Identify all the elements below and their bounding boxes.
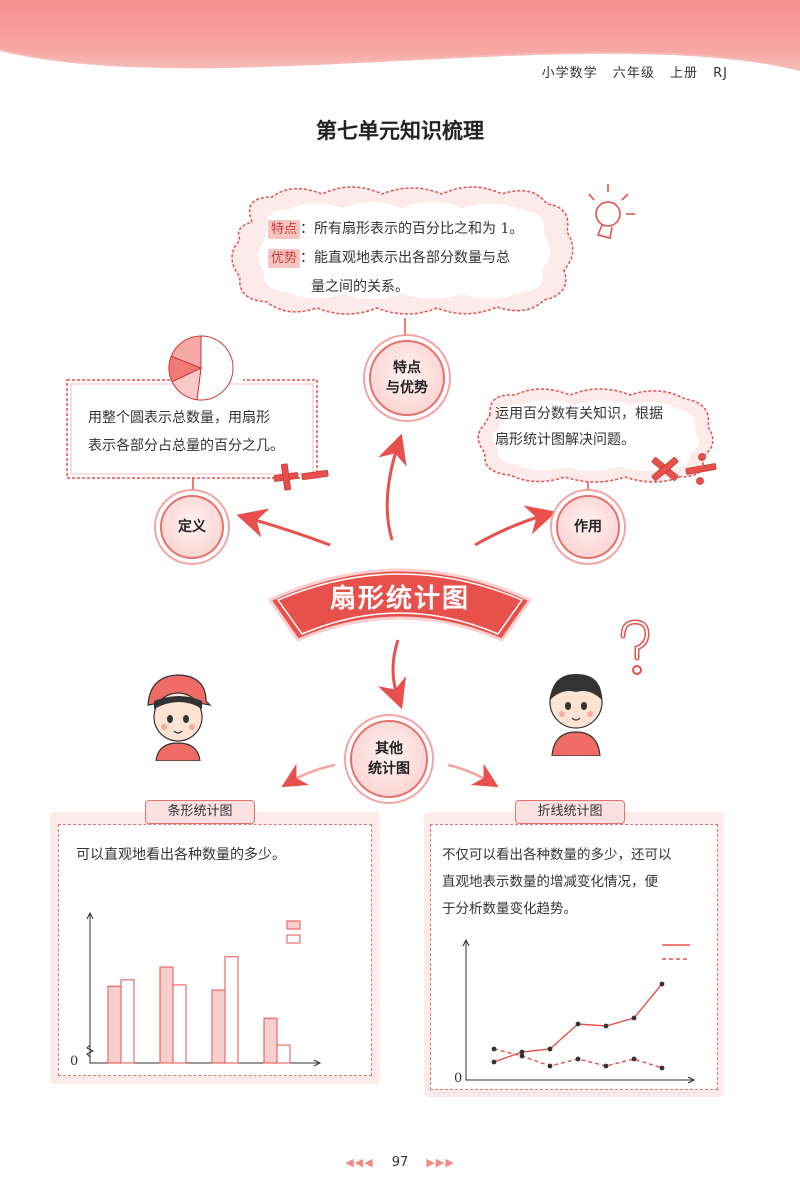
usage-content: 运用百分数有关知识，根据 扇形统计图解决问题。 [495,401,715,453]
advantage-line: 优势：能直观地表示出各部分数量与总 [268,244,568,273]
advantage-text: ：能直观地表示出各部分数量与总 [300,250,511,266]
definition-node: 定义 [160,495,224,559]
advantage-tag: 优势 [268,249,301,268]
other-node-line1: 其他 [375,741,403,757]
page-number: 97 [391,1155,409,1170]
bar-mark [172,984,187,1064]
left-arrows-icon: ◀◀◀ [345,1156,374,1169]
feature-text: ：所有扇形表示的百分比之和为 1。 [300,221,524,237]
right-arrows-icon: ▶▶▶ [426,1156,455,1169]
features-node-line2: 与优势 [386,380,428,396]
definition-line-1: 用整个圆表示总数量，用扇形 [88,410,270,426]
bar-chart-description: 可以直观地看出各种数量的多少。 [76,847,286,863]
bar-mark [224,956,239,1064]
bar-y-arrow [86,911,94,920]
line-axis-zero: 0 [454,1071,462,1085]
line-chart-description: 不仅可以看出各种数量的多少，还可以 直观地表示数量的增减变化情况，便 于分析数量… [442,842,717,923]
line-x-arrow [687,1076,696,1084]
line-chart-tab: 折线统计图 [515,800,625,824]
multiply-divide-icon [651,453,717,485]
line-point [631,1015,637,1021]
line-point [575,1056,581,1062]
line-y-arrow [462,938,470,947]
definition-line-2: 表示各部分占总量的百分之几。 [88,438,284,454]
line-point [547,1063,553,1069]
line-description-2: 直观地表示数量的增减变化情况，便 [442,874,658,890]
arrow-to-definition [236,508,331,547]
bar-axes [89,913,320,1064]
volume-label: 上册 [669,66,698,81]
bar-mark [211,989,226,1064]
features-node-line1: 特点 [393,360,421,376]
question-mark-icon [620,619,650,675]
plus-minus-icon [273,463,329,491]
header-wave-decoration [0,49,800,120]
line-point [603,1023,609,1029]
bar-axis-zero: 0 [70,1054,78,1069]
line-point [659,981,665,987]
features-cloud [231,186,574,315]
page-footer: ◀◀◀ 97 ▶▶▶ [0,1155,800,1170]
subject-label: 小学数学 [541,66,598,81]
usage-line-2: 扇形统计图解决问题。 [495,432,635,448]
bar-mark [276,1044,291,1064]
usage-node: 作用 [556,495,620,559]
line-point [547,1046,553,1052]
definition-content: 用整个圆表示总数量，用扇形 表示各部分占总量的百分之几。 [88,404,318,460]
lightbulb-icon [588,184,635,239]
bar-chart-svg: 0 [70,911,322,1069]
line-axes [465,940,694,1081]
line-point [603,1063,609,1069]
line-point [575,1021,581,1027]
features-content: 特点：所有扇形表示的百分比之和为 1。 优势：能直观地表示出各部分数量与总 量之… [268,215,568,302]
line-point [659,1065,665,1071]
bar-mark [120,979,135,1064]
grade-label: 六年级 [612,66,655,81]
bar-axis-break [86,1044,95,1058]
other-charts-node: 其他 统计图 [350,720,428,798]
book-info: 小学数学 六年级 上册 RJ [532,62,728,81]
edition-label: RJ [713,66,728,81]
bar-chart-tab: 条形统计图 [145,800,255,824]
line-point [491,1059,497,1065]
bar-legend-swatch [286,934,301,944]
page-title: 第七单元知识梳理 [316,119,484,143]
definition-node-label: 定义 [178,519,206,535]
line-point [491,1046,497,1052]
usage-line-1: 运用百分数有关知识，根据 [495,406,663,422]
pie-slice [196,335,234,401]
line-chart-panel-inner [430,824,718,1090]
line-description-3: 于分析数量变化趋势。 [442,901,577,917]
features-node: 特点 与优势 [369,340,445,416]
boy-with-cap-illustration [147,674,212,761]
bar-mark [263,1017,278,1064]
pie-slice [170,335,202,369]
line-point [519,1049,525,1055]
center-fan-banner [267,568,533,642]
line-point [519,1053,525,1059]
line-description-1: 不仅可以看出各种数量的多少，还可以 [442,847,672,863]
center-title: 扇形统计图 [329,584,470,614]
feature-line: 特点：所有扇形表示的百分比之和为 1。 [268,215,568,244]
bar-x-arrow [313,1059,322,1067]
line-chart-svg: 0 [454,938,696,1085]
advantage-line-2: 量之间的关系。 [311,279,409,295]
arrow-to-other [377,639,407,710]
definition-pie-chart [168,335,234,401]
boy-thinking-illustration [549,674,603,756]
arrow-to-usage [474,505,557,547]
usage-node-label: 作用 [574,519,602,535]
arrow-to-features [378,433,407,541]
line-point [631,1056,637,1062]
bar-mark [159,966,174,1064]
arrow-to-bar-panel [281,763,336,788]
other-node-line2: 统计图 [368,761,410,777]
arrow-to-line-panel [447,763,499,788]
bar-mark [107,985,122,1064]
bar-legend-swatch [286,920,301,930]
feature-tag: 特点 [268,220,301,239]
